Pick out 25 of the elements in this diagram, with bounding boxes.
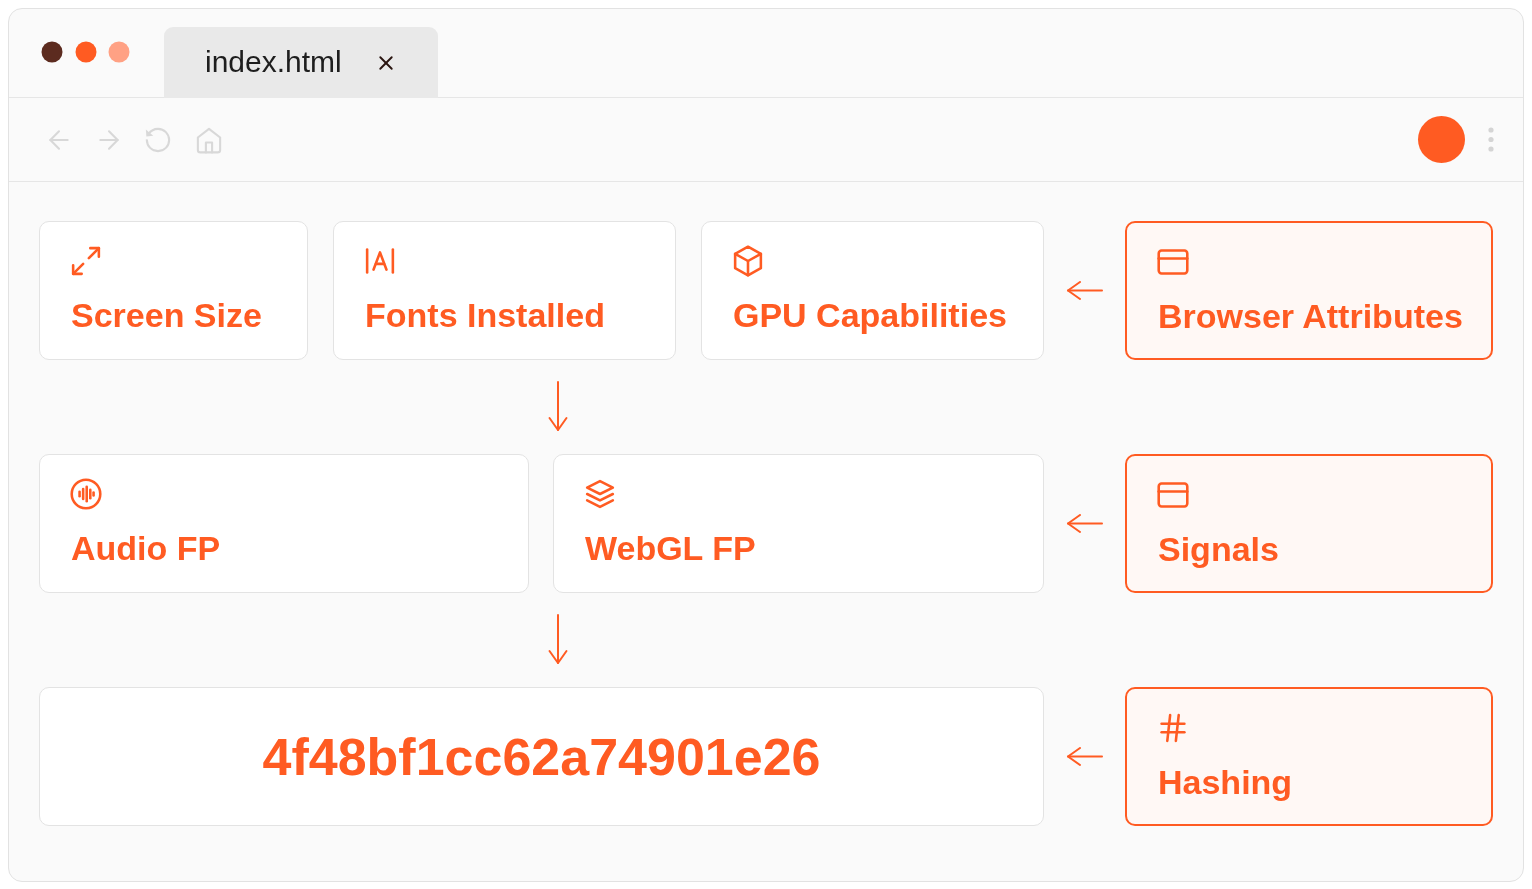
- arrow: [548, 614, 568, 664]
- tab-title: index.html: [205, 44, 342, 80]
- arrow: [548, 381, 568, 431]
- card-title: WebGL FP: [585, 528, 756, 568]
- source-card: [1125, 221, 1493, 360]
- hash-value: 4f48bf1cc62a74901e26: [262, 727, 821, 786]
- card-title: Fonts Installed: [365, 295, 605, 335]
- card-title: GPU Capabilities: [733, 295, 1007, 335]
- card-title: Signals: [1158, 529, 1279, 569]
- feature-card: [39, 454, 529, 593]
- feature-card: [333, 221, 676, 360]
- source-card: [1125, 687, 1493, 826]
- arrow: [1067, 747, 1103, 766]
- arrow: [1067, 281, 1103, 300]
- feature-card: [553, 454, 1044, 593]
- feature-card: [701, 221, 1044, 360]
- arrow: [1067, 514, 1103, 533]
- card-title: Audio FP: [71, 528, 221, 568]
- source-card: [1125, 454, 1493, 593]
- feature-card: [39, 221, 308, 360]
- card-title: Hashing: [1158, 762, 1293, 802]
- browser-tab: [164, 27, 438, 98]
- hash-result-box: [39, 687, 1044, 826]
- card-title: Browser Attributes: [1158, 296, 1463, 336]
- card-title: Screen Size: [71, 295, 262, 335]
